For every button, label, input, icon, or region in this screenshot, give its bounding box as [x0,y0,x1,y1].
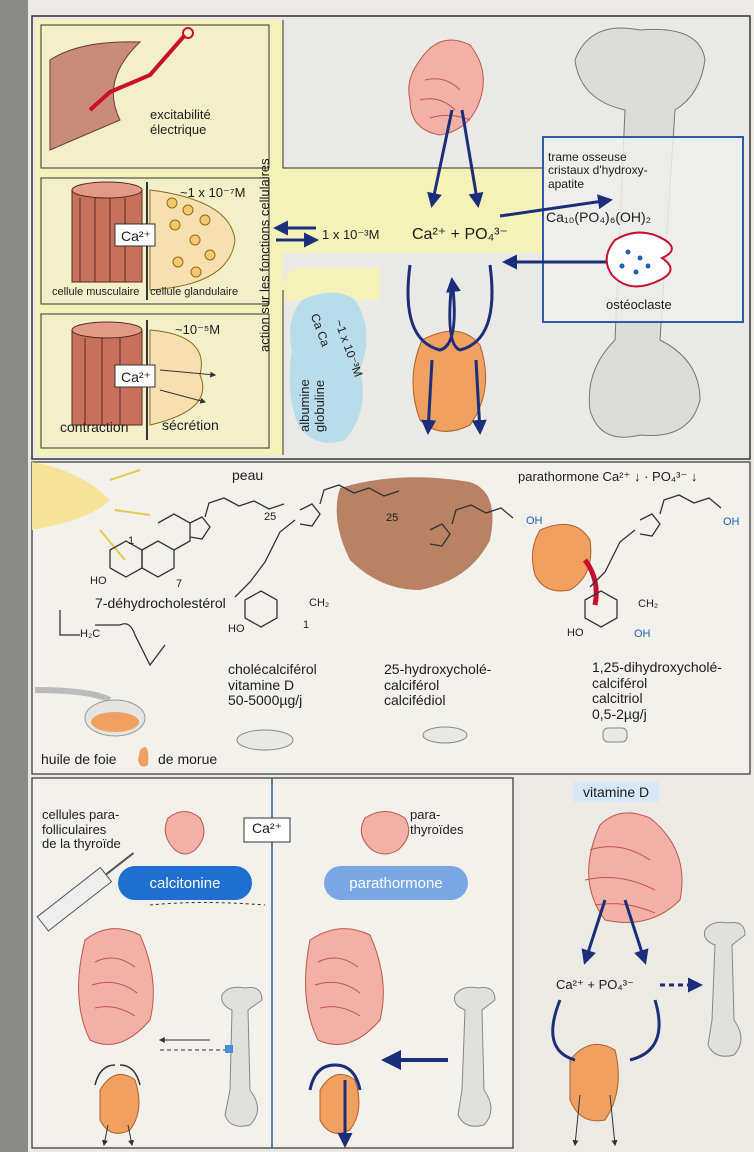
tablet-medium [423,727,467,743]
ca-box-label-bottom: Ca²⁺ [252,821,282,837]
oh-label-3: OH [634,628,651,640]
calcium-phosphate-label: Ca²⁺ + PO₄³⁻ [412,226,508,244]
oh-label-1: OH [526,515,543,527]
binding-strip [0,0,28,1152]
parafollicular-cells-label: cellules para- folliculaires de la thyro… [42,808,121,852]
ho-label-3: HO [567,627,584,639]
oh-label-2: OH [723,516,740,528]
cod-liver-oil-label-a: huile de foie [41,752,117,768]
concentration-1e5-label: ~10⁻⁵M [175,323,220,338]
secretion-label: sécrétion [162,418,219,434]
ch2-label-2: CH₂ [638,598,658,610]
skin-label: peau [232,468,263,484]
gland-cell-label: cellule glandulaire [150,286,238,298]
middle-section [32,462,750,774]
carbon-1-label: 1 [128,535,134,547]
carbon-7-label: 7 [176,578,182,590]
ch2-label-1: CH₂ [309,597,329,609]
parathormone-regulation-label: parathormone Ca²⁺ ↓ · PO₄³⁻ ↓ [518,470,697,485]
carbon-1b-label: 1 [303,619,309,631]
bone-matrix-label: trame osseuse cristaux d'hydroxy- apatit… [548,151,648,191]
tablet-small [603,728,627,742]
parathyroids-label: para- thyroïdes [410,808,463,837]
calcitonin-hormone-badge: calcitonine [118,866,252,900]
kidney-drawing [413,331,486,431]
dehydrocholesterol-label: 7-déhydrocholestérol [95,596,226,612]
osteoclast-label: ostéoclaste [606,298,672,313]
ca-box-label: Ca²⁺ [121,229,151,245]
ho-label-1: HO [90,575,107,587]
albumin-globulin-label: albumine globuline [298,379,327,432]
cod-liver-oil-label-b: de morue [158,752,217,768]
bottom-calcium-phosphate-label: Ca²⁺ + PO₄³⁻ [556,978,634,993]
carbon-25-label: 25 [264,511,276,523]
cholecalciferol-label: cholécalciférol vitamine D 50-5000µg/j [228,662,317,709]
kidney-middle-drawing [320,1074,359,1133]
carbon-25b-label: 25 [386,512,398,524]
parathormone-hormone-badge: parathormone [324,866,468,900]
kidney-left-drawing [100,1074,139,1133]
calcifediol-label: 25-hydroxycholé- calciférol calcifédiol [384,662,491,709]
contraction-label: contraction [60,420,128,436]
ca-box-label-2: Ca²⁺ [121,370,151,386]
vitamin-d-tag: vitamine D [573,782,659,802]
calcitriol-label: 1,25-dihydroxycholé- calciférol calcitri… [592,660,722,723]
intestine-left-drawing [79,929,154,1045]
intestine-middle-drawing [306,929,384,1045]
action-cell-functions-label: action sur les fonctions cellulaires [258,158,273,352]
tablet-large [237,730,293,750]
muscle-cell-label: cellule musculaire [52,286,139,298]
hydroxyapatite-formula: Ca₁₀(PO₄)₆(OH)₂ [546,210,651,226]
h2c-label: H₂C [80,628,100,640]
concentration-1e3-label: 1 x 10⁻³M [322,228,379,243]
concentration-1e7-label: ~1 x 10⁻⁷M [180,186,245,201]
excitability-label: excitabilité électrique [150,108,211,137]
ho-label-2: HO [228,623,245,635]
